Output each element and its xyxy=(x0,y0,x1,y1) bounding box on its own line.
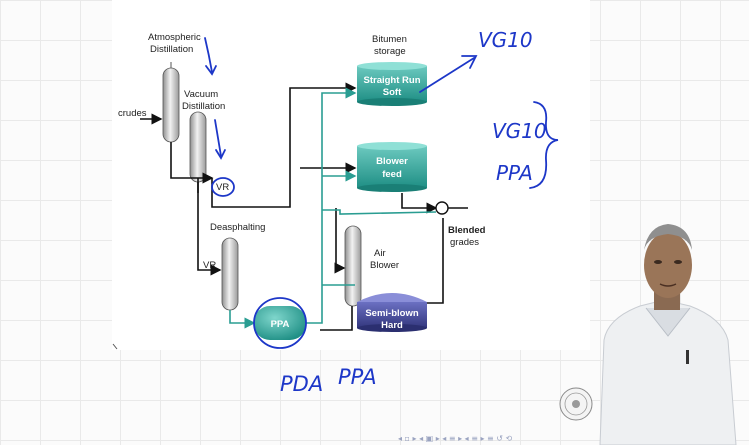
vg10-top-annotation: VG10 xyxy=(478,28,533,52)
blended-label-2: grades xyxy=(450,237,479,248)
air-blower-column xyxy=(345,226,361,306)
ppa-right-annotation: PPA xyxy=(496,161,533,185)
vacuum-label-2: Distillation xyxy=(182,101,225,112)
presenter-video xyxy=(600,224,736,445)
ppa-bottom-annotation: PPA xyxy=(338,365,377,389)
atmospheric-column xyxy=(163,62,179,142)
vr-label: VR xyxy=(203,260,216,271)
atmospheric-label-2: Distillation xyxy=(150,44,193,55)
straight-run-label: Straight Run xyxy=(364,75,421,86)
vacuum-column xyxy=(190,112,206,182)
semi-blown-label: Semi-blown xyxy=(365,308,419,319)
black-flow-lines xyxy=(140,88,468,330)
blower-feed-tank xyxy=(357,142,427,192)
crudes-label: crudes xyxy=(118,108,147,119)
vacuum-label: Vacuum xyxy=(184,89,218,100)
bitumen-storage-label: Bitumen xyxy=(372,34,407,45)
deasphalting-label: Deasphalting xyxy=(210,222,265,233)
slide-navigation-controls[interactable]: ◂ ▫ ▸ ◂ ▣ ▸ ◂ ≡ ▸ ◂ ≡ ▸ ≡ ↺ ⟲ xyxy=(398,434,513,443)
straight-run-label-2: Soft xyxy=(383,87,402,98)
ppa-label: PPA xyxy=(271,319,290,330)
nav-arrows-icon[interactable]: ◂ ▫ ▸ ◂ ▣ ▸ ◂ ≡ ▸ ◂ ≡ ▸ ≡ ↺ ⟲ xyxy=(398,434,513,443)
blower-feed-label: Blower xyxy=(376,156,408,167)
blended-label: Blended xyxy=(448,225,486,236)
atmospheric-label: Atmospheric xyxy=(148,32,201,43)
blower-feed-label-2: feed xyxy=(382,169,402,180)
vr-circled-label: VR xyxy=(216,182,229,193)
pda-annotation: PDA xyxy=(280,372,323,396)
semi-blown-label-2: Hard xyxy=(381,320,403,331)
air-blower-label-2: Blower xyxy=(370,260,399,271)
institute-seal-logo xyxy=(560,388,592,420)
cursor-mark xyxy=(113,344,117,349)
vg10-right-annotation: VG10 xyxy=(492,119,547,143)
air-blower-label: Air xyxy=(374,248,386,259)
deasphalting-column xyxy=(222,238,238,310)
blending-junction xyxy=(436,202,448,214)
bitumen-storage-label-2: storage xyxy=(374,46,406,57)
